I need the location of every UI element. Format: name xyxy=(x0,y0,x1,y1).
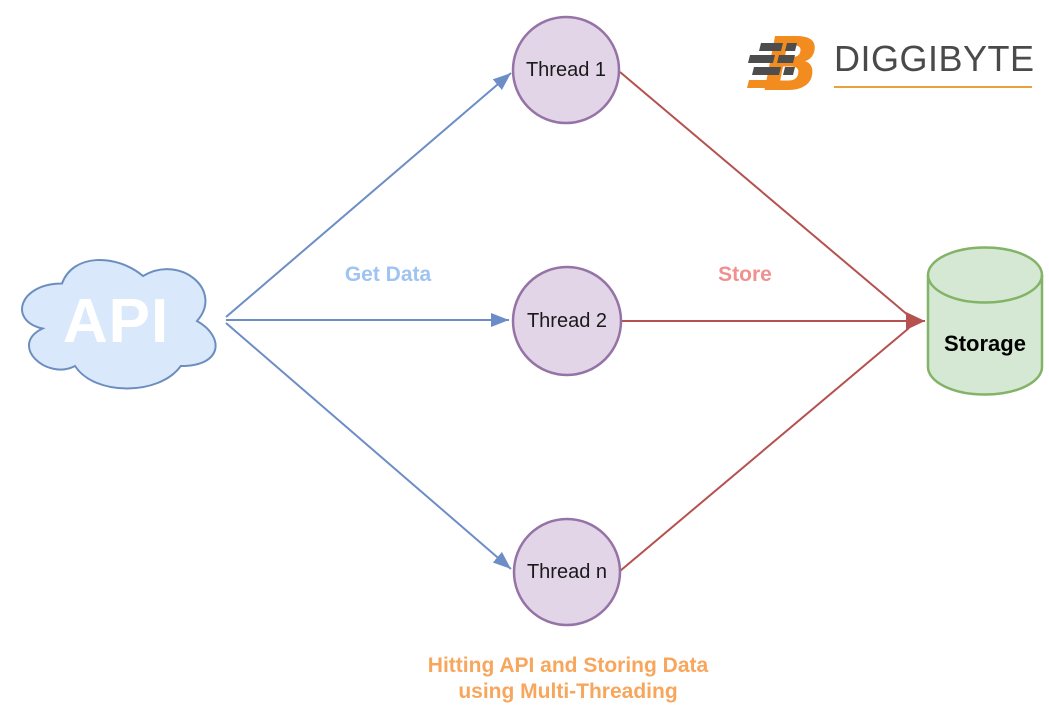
diagram-caption: Hitting API and Storing Data using Multi… xyxy=(338,653,798,705)
store-edge-label: Store xyxy=(718,263,772,286)
brand-name: DIGGIBYTE xyxy=(834,38,1035,79)
thread-1-to-storage-arrow xyxy=(619,71,910,317)
brand-logo: B DIGGIBYTE xyxy=(737,24,1037,99)
caption-line-1: Hitting API and Storing Data xyxy=(427,654,709,677)
thread-1-node xyxy=(511,15,621,125)
thread-n-label: Thread n xyxy=(526,561,608,583)
thread-2-node xyxy=(511,265,623,377)
thread-n-to-storage-arrow xyxy=(619,327,910,572)
api-to-thread-1-arrow xyxy=(225,72,512,318)
thread-n-node xyxy=(512,517,622,627)
thread-1-label: Thread 1 xyxy=(525,59,607,81)
get-data-edge-label: Get Data xyxy=(344,263,432,286)
brand-underline xyxy=(834,86,1032,88)
storage-label: Storage xyxy=(944,331,1026,356)
storage-cylinder-shape xyxy=(926,246,1044,396)
store-edges xyxy=(619,71,925,572)
api-cloud-shape xyxy=(21,258,217,390)
thread-2-label: Thread 2 xyxy=(526,310,608,332)
api-label: API xyxy=(62,286,170,356)
api-to-thread-n-arrow xyxy=(225,322,512,570)
diggibyte-b-icon: B xyxy=(747,24,819,99)
caption-line-2: using Multi-Threading xyxy=(458,680,678,703)
get-data-edges xyxy=(225,72,512,570)
